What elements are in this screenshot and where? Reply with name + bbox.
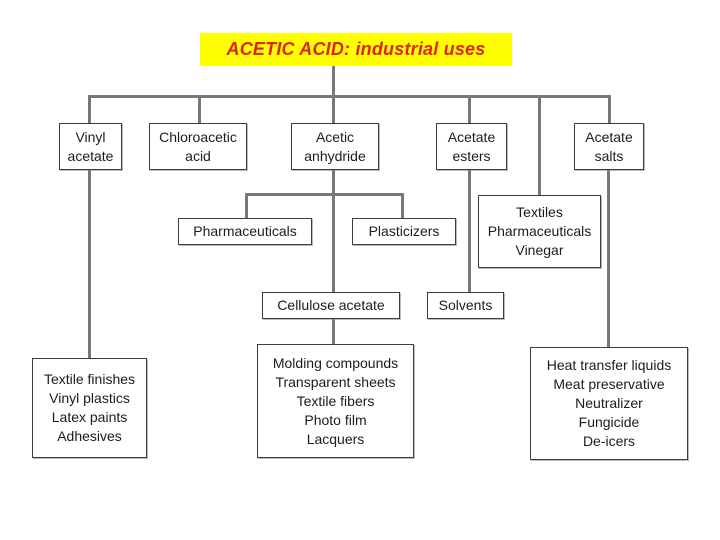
node-acetate-esters: Acetate esters bbox=[436, 123, 507, 170]
node-acetic-anhydride: Acetic anhydride bbox=[291, 123, 379, 170]
connector-esters-down bbox=[468, 169, 471, 293]
node-textiles-pharmaceuticals-vinegar: Textiles Pharmaceuticals Vinegar bbox=[478, 195, 601, 268]
node-acetate-salts: Acetate salts bbox=[574, 123, 644, 170]
node-vinyl-acetate-uses: Textile finishes Vinyl plastics Latex pa… bbox=[32, 358, 147, 458]
connector-drop-textiles bbox=[538, 95, 541, 195]
connector-main-bar bbox=[89, 95, 611, 98]
node-chloroacetic-acid: Chloroacetic acid bbox=[149, 123, 247, 170]
connector-vinyl-down bbox=[88, 169, 91, 359]
node-solvents: Solvents bbox=[427, 292, 504, 319]
node-acetate-salts-uses: Heat transfer liquids Meat preservative … bbox=[530, 347, 688, 460]
connector-branch-bar bbox=[245, 193, 404, 196]
connector-drop-chloroacetic bbox=[198, 95, 201, 123]
connector-anhydride-down-upper bbox=[332, 169, 335, 293]
connector-anhydride-down-lower bbox=[332, 317, 335, 344]
node-pharmaceuticals: Pharmaceuticals bbox=[178, 218, 312, 245]
node-cellulose-acetate: Cellulose acetate bbox=[262, 292, 400, 319]
connector-drop-esters bbox=[468, 95, 471, 123]
connector-branch-drop-pharmaceuticals bbox=[245, 193, 248, 218]
connector-drop-anhydride bbox=[332, 95, 335, 123]
connector-drop-vinyl bbox=[88, 95, 91, 123]
node-plasticizers: Plasticizers bbox=[352, 218, 456, 245]
node-vinyl-acetate: Vinyl acetate bbox=[59, 123, 122, 170]
connector-title-drop bbox=[332, 66, 335, 97]
connector-salts-down bbox=[607, 169, 610, 348]
diagram-title: ACETIC ACID: industrial uses bbox=[200, 33, 512, 66]
connector-branch-drop-plasticizers bbox=[401, 193, 404, 218]
connector-drop-salts bbox=[608, 95, 611, 123]
node-cellulose-acetate-uses: Molding compounds Transparent sheets Tex… bbox=[257, 344, 414, 458]
